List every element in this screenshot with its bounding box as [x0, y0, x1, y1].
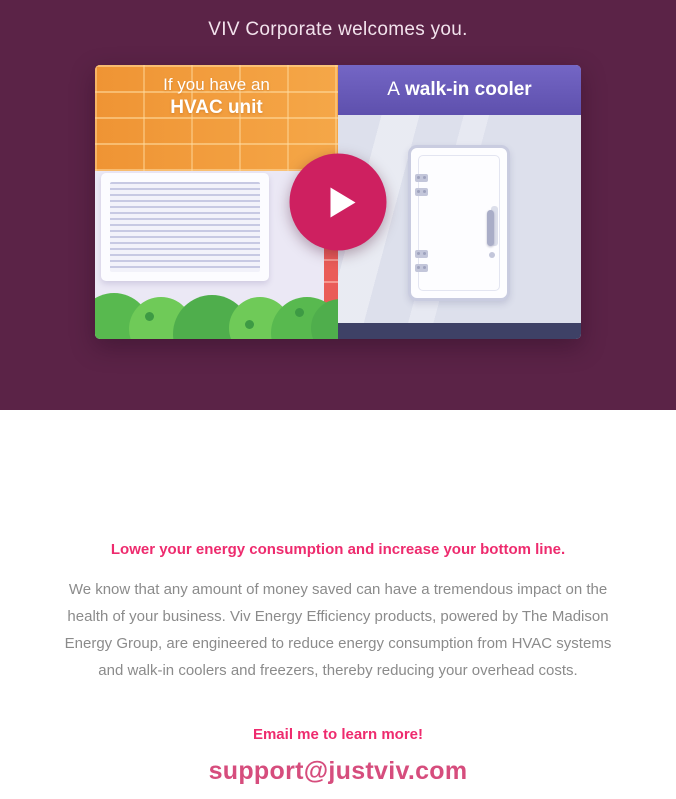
- cooler-caption-prefix: A: [387, 79, 400, 100]
- play-icon: [330, 187, 355, 217]
- email-link[interactable]: support@justviv.com: [208, 757, 468, 785]
- video-thumbnail[interactable]: If you have an HVAC unit A: [95, 65, 581, 339]
- cooler-caption-label: walk-in cooler: [404, 79, 532, 100]
- bush-dot: [145, 312, 154, 321]
- hvac-caption-line2: HVAC unit: [170, 97, 263, 118]
- door-inner-outline: [418, 155, 500, 291]
- bushes: [95, 281, 338, 339]
- brick-wall: [95, 65, 338, 171]
- door-hinge: [415, 264, 428, 272]
- content-section: Lower your energy consumption and increa…: [0, 410, 676, 786]
- bush-dot: [295, 308, 304, 317]
- door-hinge: [415, 188, 428, 196]
- video-left-panel-hvac: If you have an HVAC unit: [95, 65, 338, 339]
- play-button[interactable]: [289, 153, 387, 251]
- paragraph: We know that any amount of money saved c…: [64, 581, 612, 679]
- cooler-caption: A walk-in cooler: [338, 65, 581, 115]
- hero-section: VIV Corporate welcomes you. If you have …: [0, 0, 676, 410]
- hvac-unit-illustration: [101, 173, 269, 281]
- door-hinge: [415, 174, 428, 182]
- bush-dot: [245, 320, 254, 329]
- page-title: VIV Corporate welcomes you.: [208, 19, 468, 40]
- hvac-caption-line1: If you have an: [163, 75, 270, 94]
- door-handle: [487, 210, 494, 246]
- cooler-door-illustration: [408, 145, 510, 301]
- door-handle-plate: [491, 206, 498, 246]
- door-keyhole: [489, 252, 495, 258]
- vent-slats: [110, 182, 260, 272]
- cta-text: Email me to learn more!: [252, 726, 424, 743]
- headline: Lower your energy consumption and increa…: [110, 541, 566, 558]
- floor-strip: [338, 323, 581, 339]
- hvac-caption: If you have an HVAC unit: [95, 74, 338, 119]
- door-hinge: [415, 250, 428, 258]
